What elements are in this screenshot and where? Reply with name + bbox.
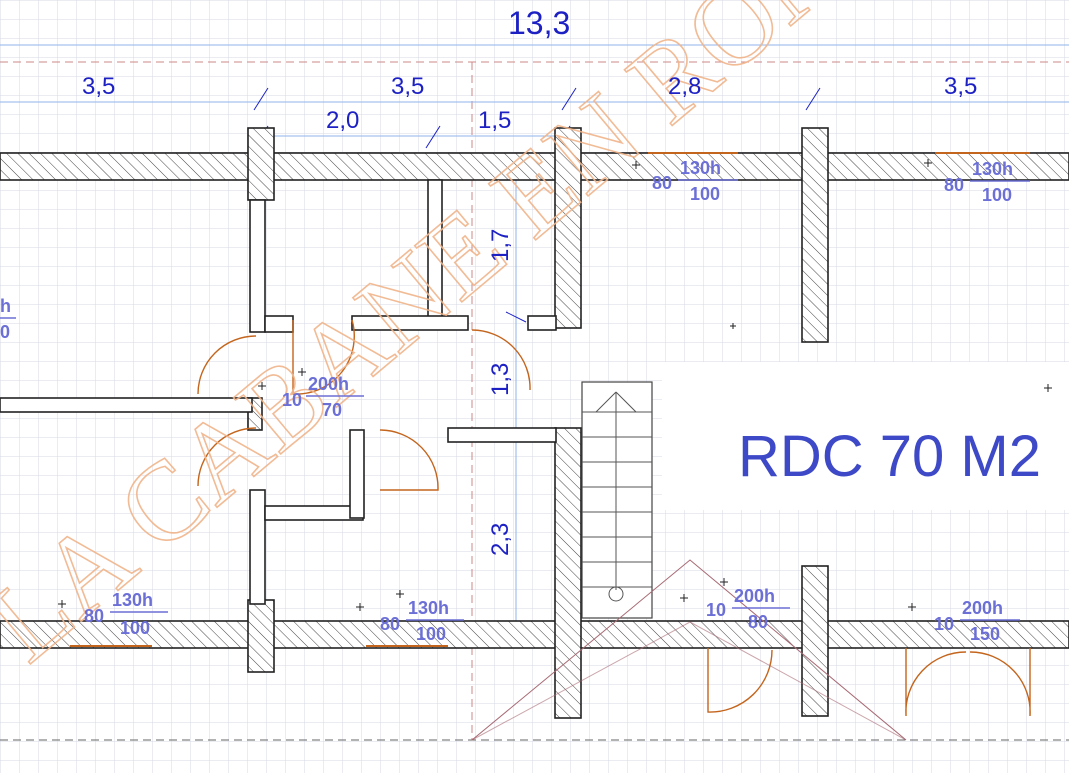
svg-text:130h: 130h bbox=[680, 158, 721, 178]
svg-text:200h: 200h bbox=[734, 586, 775, 606]
vertical-dim-3: 2,3 bbox=[487, 523, 514, 556]
svg-text:10: 10 bbox=[934, 614, 954, 634]
opening-label-2: 80 130h 100 bbox=[944, 159, 1030, 205]
svg-text:80: 80 bbox=[944, 175, 964, 195]
cross-markers bbox=[58, 159, 1052, 611]
svg-text:200h: 200h bbox=[308, 374, 349, 394]
vertical-dim-1: 1,7 bbox=[487, 229, 514, 262]
svg-text:130h: 130h bbox=[408, 598, 449, 618]
svg-text:100: 100 bbox=[690, 184, 720, 204]
svg-text:130h: 130h bbox=[112, 590, 153, 610]
opening-label-6: 80 130h 100 bbox=[380, 598, 464, 644]
svg-text:130h: 130h bbox=[972, 159, 1013, 179]
plan-title-box: RDC 70 M2 bbox=[662, 362, 1069, 510]
sub-dim-2: 1,5 bbox=[478, 107, 511, 134]
opening-label-5: 80 130h 100 bbox=[84, 590, 168, 638]
svg-text:10: 10 bbox=[282, 390, 302, 410]
svg-text:80: 80 bbox=[748, 612, 768, 632]
top-dim-2: 3,5 bbox=[391, 73, 424, 100]
plan-title: RDC 70 M2 bbox=[738, 424, 1041, 489]
svg-text:10: 10 bbox=[706, 600, 726, 620]
top-dim-1: 3,5 bbox=[82, 73, 115, 100]
svg-text:150: 150 bbox=[970, 624, 1000, 644]
staircase bbox=[581, 381, 653, 619]
svg-text:0: 0 bbox=[0, 322, 10, 342]
svg-text:h: h bbox=[0, 296, 11, 316]
door-swings bbox=[197, 319, 1031, 717]
top-dim-3: 2,8 bbox=[668, 73, 701, 100]
svg-text:100: 100 bbox=[120, 618, 150, 638]
svg-text:80: 80 bbox=[84, 606, 104, 626]
svg-text:100: 100 bbox=[416, 624, 446, 644]
porch-outline bbox=[471, 559, 907, 741]
exterior-walls bbox=[0, 127, 1069, 719]
svg-text:80: 80 bbox=[652, 173, 672, 193]
svg-text:200h: 200h bbox=[962, 598, 1003, 618]
svg-text:80: 80 bbox=[380, 614, 400, 634]
top-dim-4: 3,5 bbox=[944, 73, 977, 100]
opening-label-4: 10 200h 70 bbox=[282, 374, 364, 420]
svg-text:100: 100 bbox=[982, 185, 1012, 205]
window-markers bbox=[70, 152, 1030, 647]
sub-dim-1: 2,0 bbox=[326, 107, 359, 134]
vertical-dim-2: 1,3 bbox=[487, 363, 514, 396]
interior-walls bbox=[0, 179, 557, 605]
opening-labels: 80 130h 100 80 130h 100 h 0 10 200h 70 8… bbox=[0, 158, 1030, 644]
opening-label-1: 80 130h 100 bbox=[652, 158, 738, 204]
svg-text:70: 70 bbox=[322, 400, 342, 420]
opening-label-8: 10 200h 150 bbox=[934, 598, 1020, 644]
dimension-labels: 13,3 3,5 3,5 2,8 3,5 2,0 1,5 1,7 1,3 2,3 bbox=[82, 5, 977, 556]
total-width-label: 13,3 bbox=[508, 5, 570, 41]
opening-label-7: 10 200h 80 bbox=[706, 586, 790, 632]
opening-label-3: h 0 bbox=[0, 296, 16, 342]
